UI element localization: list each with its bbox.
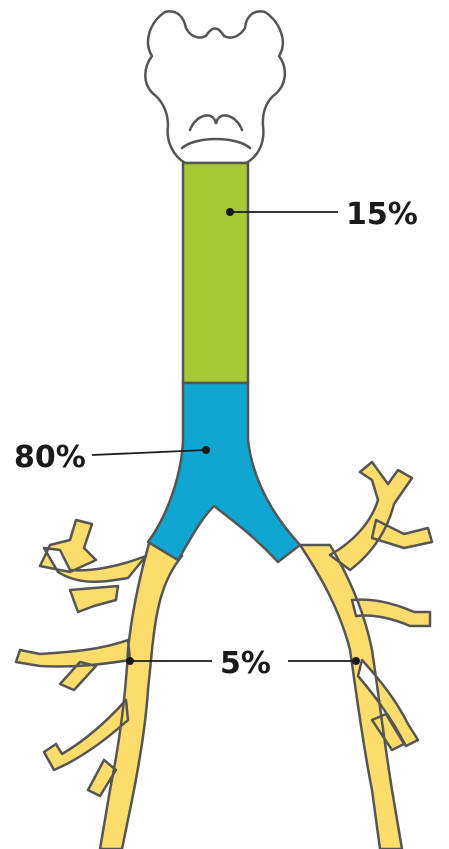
larynx-outline xyxy=(145,11,284,163)
carina-label: 80% xyxy=(14,440,86,475)
right-bronchial-tree xyxy=(300,462,432,849)
carina-segment xyxy=(148,383,300,562)
left-bronchial-tree xyxy=(16,520,182,849)
trachea-upper-label: 15% xyxy=(346,197,418,232)
upper-trachea-segment xyxy=(183,163,248,383)
bronchi-label: 5% xyxy=(220,646,271,681)
